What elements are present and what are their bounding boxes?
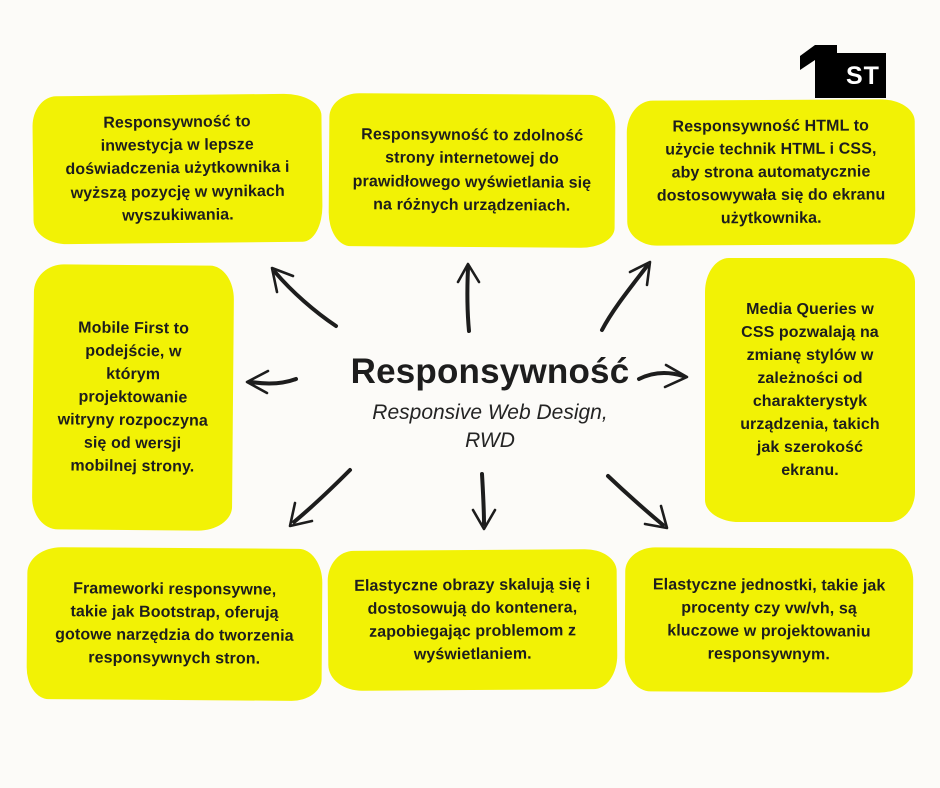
- logo-1st: ST: [798, 42, 890, 102]
- arrow-to-bottom-center: [471, 472, 497, 531]
- logo-numeral-1-icon: [800, 45, 837, 98]
- logo-st-text: ST: [846, 62, 880, 90]
- arrow-to-bottom-right: [606, 474, 669, 530]
- note-text: Media Queries w CSS pozwalają na zmianę …: [740, 300, 880, 480]
- arrow-to-top-center: [456, 262, 481, 333]
- note-middle-left: Mobile First to podejście, w którym proj…: [31, 264, 235, 531]
- arrow-to-top-left: [270, 266, 338, 328]
- note-bottom-right: Elastyczne jednostki, takie jak procenty…: [624, 547, 914, 693]
- center-topic: Responsywność Responsive Web Design, RWD: [290, 352, 690, 454]
- note-text: Responsywność HTML to użycie technik HTM…: [656, 117, 886, 228]
- note-text: Responsywność to inwestycja w lepsze doś…: [65, 113, 290, 225]
- page-title: Responsywność: [350, 352, 630, 391]
- arrow-to-top-right: [600, 260, 652, 332]
- note-middle-right: Media Queries w CSS pozwalają na zmianę …: [705, 258, 915, 522]
- note-text: Responsywność to zdolność strony interne…: [352, 126, 592, 215]
- arrow-to-bottom-left: [288, 468, 352, 528]
- note-top-right: Responsywność HTML to użycie technik HTM…: [626, 99, 916, 246]
- note-bottom-left: Frameworki responsywne, takie jak Bootst…: [26, 546, 323, 702]
- note-text: Elastyczne obrazy skalują się i dostosow…: [354, 576, 591, 664]
- note-text: Mobile First to podejście, w którym proj…: [57, 319, 209, 476]
- page-subtitle: Responsive Web Design, RWD: [372, 401, 608, 452]
- arrow-to-middle-left: [245, 369, 298, 395]
- note-text: Elastyczne jednostki, takie jak procenty…: [652, 576, 886, 664]
- note-top-center: Responsywność to zdolność strony interne…: [328, 93, 616, 248]
- note-top-left: Responsywność to inwestycja w lepsze doś…: [32, 93, 323, 245]
- note-text: Frameworki responsywne, takie jak Bootst…: [55, 580, 294, 668]
- note-bottom-center: Elastyczne obrazy skalują się i dostosow…: [327, 548, 618, 692]
